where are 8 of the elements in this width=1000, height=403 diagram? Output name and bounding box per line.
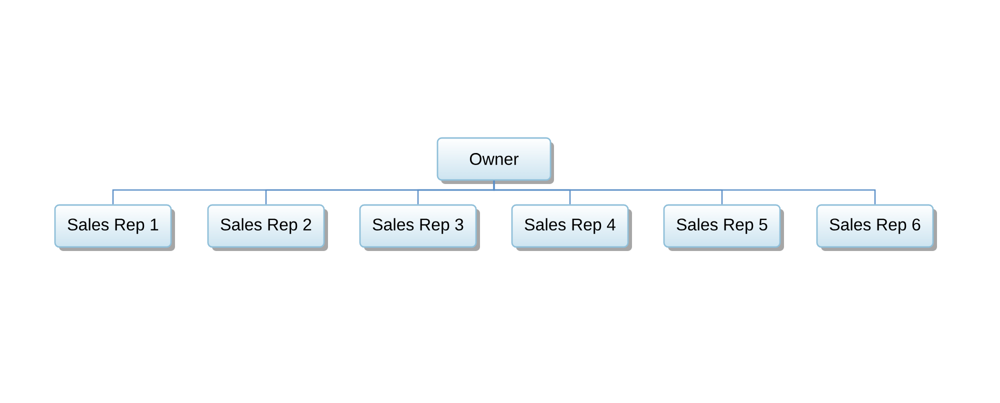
org-box: Sales Rep 1 — [54, 204, 175, 251]
org-box: Sales Rep 6 — [816, 204, 937, 251]
org-box: Sales Rep 4 — [511, 204, 632, 251]
connector-line — [493, 180, 876, 204]
org-box: Owner — [436, 137, 554, 184]
org-box: Sales Rep 3 — [359, 204, 480, 251]
org-box: Sales Rep 5 — [663, 204, 784, 251]
org-box: Sales Rep 2 — [207, 204, 328, 251]
